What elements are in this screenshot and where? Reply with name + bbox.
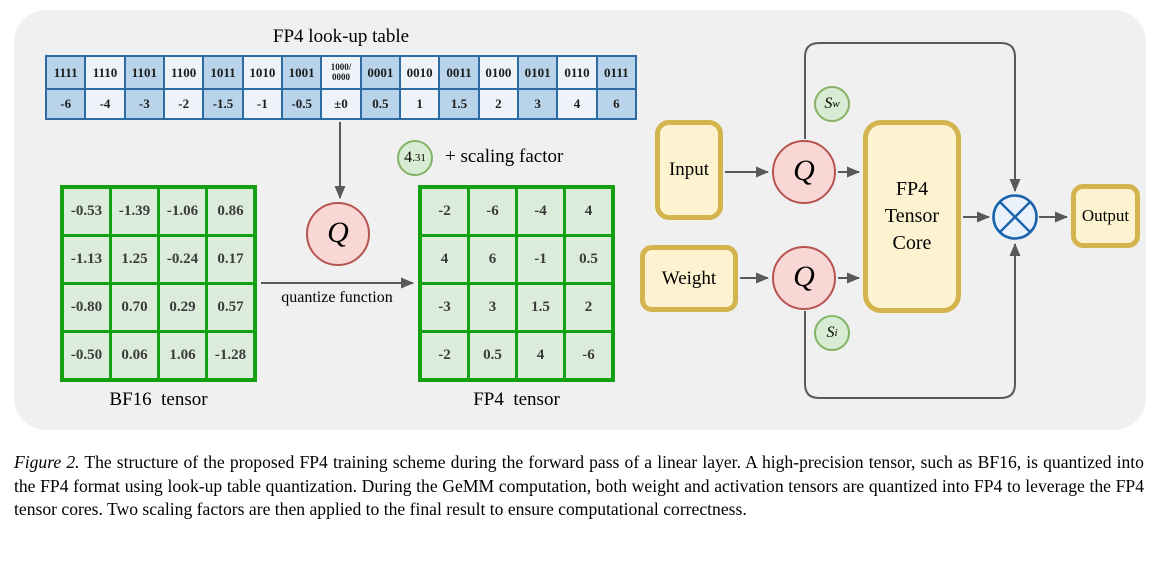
lut-value-cell: 4 (558, 90, 596, 118)
tensor-cell: -2 (422, 333, 467, 378)
lut-value-cell: -0.5 (282, 90, 321, 118)
tensor-cell: -1.39 (112, 189, 157, 234)
lut-value-cell: -3 (125, 90, 163, 118)
lut-code-cell: 0110 (558, 57, 596, 88)
tensor-cell: 1.5 (518, 285, 563, 330)
tensor-cell: 0.29 (160, 285, 205, 330)
quantize-function-label: quantize function (281, 289, 393, 306)
lut-code-cell: 0101 (518, 57, 557, 88)
lut-value-cell: -2 (164, 90, 203, 118)
quantize-node-input: Q (772, 140, 836, 204)
lut-value-cell: 1 (400, 90, 439, 118)
tensor-cell: 0.5 (470, 333, 515, 378)
input-label: Input (668, 159, 710, 180)
scale-w-base: S (824, 95, 833, 112)
output-node: Output (1071, 184, 1140, 248)
tensor-cell: -1.13 (64, 237, 109, 282)
lut-value-cell: -1.5 (204, 90, 242, 118)
tensor-cell: 0.5 (566, 237, 611, 282)
output-label: Output (1081, 206, 1130, 225)
tensor-cell: 0.06 (112, 333, 157, 378)
core-label-line: Core (892, 232, 932, 254)
weight-node: Weight (640, 245, 738, 312)
figure-caption: Figure 2. The structure of the proposed … (14, 451, 1144, 522)
tensor-cell: 4 (566, 189, 611, 234)
lut-code-cell: 0100 (479, 57, 517, 88)
tensor-cell: 2 (566, 285, 611, 330)
lut-value-cell: ±0 (322, 90, 360, 118)
lut-value-cell: -4 (86, 90, 124, 118)
tensor-cell: -4 (518, 189, 563, 234)
scaling-factor-int: 4 (404, 149, 413, 166)
tensor-cell: 0.17 (208, 237, 253, 282)
quantize-node-weight: Q (772, 246, 836, 310)
fp4-tensor-label: FP4 tensor (473, 389, 560, 410)
lut-code-cell: 0010 (400, 57, 439, 88)
lut-code-cell: 1111 (47, 57, 85, 88)
tensor-cell: -1 (518, 237, 563, 282)
quantize-symbol: Q (793, 260, 815, 293)
tensor-cell: -6 (470, 189, 515, 234)
quantize-symbol: Q (327, 216, 349, 249)
lut-value-cell: -1 (243, 90, 281, 118)
lut-code-cell: 0011 (440, 57, 478, 88)
scaling-factor-frac: .31 (412, 152, 426, 164)
core-label-line: FP4 (895, 178, 929, 200)
tensor-cell: 3 (470, 285, 515, 330)
tensor-cell: -0.24 (160, 237, 205, 282)
lut-code-cell: 0001 (361, 57, 399, 88)
tensor-cell: 1.25 (112, 237, 157, 282)
weight-label: Weight (661, 267, 717, 289)
lut-value-cell: -6 (47, 90, 85, 118)
lut-code-cell: 1011 (204, 57, 242, 88)
tensor-cell: -6 (566, 333, 611, 378)
scale-i-base: S (826, 324, 835, 341)
tensor-cell: 1.06 (160, 333, 205, 378)
lookup-table-title: FP4 look-up table (272, 26, 410, 47)
lut-value-cell: 2 (479, 90, 517, 118)
tensor-cell: -3 (422, 285, 467, 330)
caption-figure-label: Figure 2. (14, 452, 80, 472)
scaling-factor-value: 4.31 (397, 140, 433, 176)
bf16-tensor-label: BF16 tensor (109, 389, 208, 410)
lut-code-cell: 0111 (597, 57, 635, 88)
tensor-cell: -1.28 (208, 333, 253, 378)
tensor-cell: 4 (518, 333, 563, 378)
lut-code-cell: 1000/ 0000 (322, 57, 360, 88)
quantize-node: Q (306, 202, 370, 266)
tensor-cell: 0.70 (112, 285, 157, 330)
lut-code-cell: 1110 (86, 57, 124, 88)
fp4-tensor-core-node: FP4 Tensor Core (863, 120, 961, 313)
lut-value-cell: 6 (597, 90, 635, 118)
lut-code-cell: 1101 (125, 57, 163, 88)
lut-code-cell: 1010 (243, 57, 281, 88)
input-node: Input (655, 120, 723, 220)
lut-value-cell: 1.5 (440, 90, 478, 118)
tensor-cell: 0.57 (208, 285, 253, 330)
tensor-cell: 6 (470, 237, 515, 282)
caption-text: The structure of the proposed FP4 traini… (14, 452, 1144, 519)
tensor-cell: -0.80 (64, 285, 109, 330)
lut-code-cell: 1001 (282, 57, 321, 88)
core-label-line: Tensor (884, 205, 940, 227)
tensor-cell: 0.86 (208, 189, 253, 234)
tensor-cell: -1.06 (160, 189, 205, 234)
lut-code-cell: 1100 (164, 57, 203, 88)
scaling-factor-label: + scaling factor (445, 146, 564, 167)
tensor-cell: -2 (422, 189, 467, 234)
tensor-cell: -0.53 (64, 189, 109, 234)
lut-value-cell: 0.5 (361, 90, 399, 118)
tensor-cell: -0.50 (64, 333, 109, 378)
quantize-symbol: Q (793, 154, 815, 187)
tensor-cell: 4 (422, 237, 467, 282)
lut-value-cell: 3 (518, 90, 557, 118)
